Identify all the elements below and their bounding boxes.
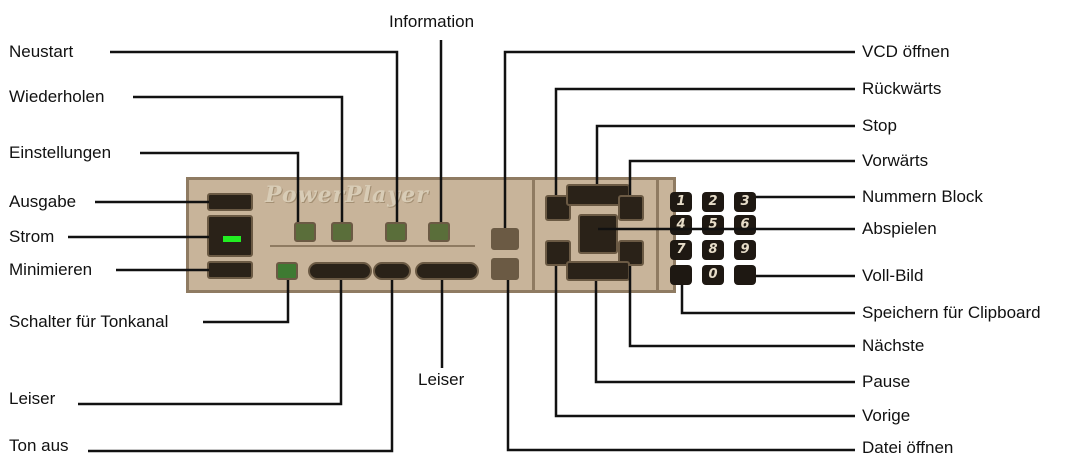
label-speichern-clipboard: Speichern für Clipboard xyxy=(862,303,1041,323)
label-abspielen: Abspielen xyxy=(862,219,937,239)
line-einstellungen xyxy=(140,153,298,222)
label-schalter-tonkanal: Schalter für Tonkanal xyxy=(9,312,168,332)
label-vorige: Vorige xyxy=(862,406,910,426)
label-voll-bild: Voll-Bild xyxy=(862,266,923,286)
label-einstellungen: Einstellungen xyxy=(9,143,111,163)
label-leiser-left: Leiser xyxy=(9,389,55,409)
label-information: Information xyxy=(389,12,474,32)
label-naechste: Nächste xyxy=(862,336,924,356)
line-stop xyxy=(597,126,855,184)
line-rueckwaerts xyxy=(556,89,855,195)
label-ausgabe: Ausgabe xyxy=(9,192,76,212)
line-vcd xyxy=(505,52,855,228)
line-ton-aus xyxy=(88,280,392,451)
label-strom: Strom xyxy=(9,227,54,247)
label-neustart: Neustart xyxy=(9,42,73,62)
label-minimieren: Minimieren xyxy=(9,260,92,280)
label-wiederholen: Wiederholen xyxy=(9,87,104,107)
label-pause: Pause xyxy=(862,372,910,392)
line-naechste xyxy=(630,266,855,346)
line-vorige xyxy=(556,266,855,416)
line-schalter xyxy=(203,280,288,322)
line-neustart xyxy=(110,52,397,222)
label-stop: Stop xyxy=(862,116,897,136)
line-pause xyxy=(596,281,855,382)
label-leiser-center: Leiser xyxy=(418,370,464,390)
label-nummern-block: Nummern Block xyxy=(862,187,983,207)
label-vcd-oeffnen: VCD öffnen xyxy=(862,42,950,62)
label-datei-oeffnen: Datei öffnen xyxy=(862,438,953,458)
label-rueckwaerts: Rückwärts xyxy=(862,79,941,99)
line-leiser-left xyxy=(78,280,341,404)
line-vorwaerts xyxy=(630,161,855,195)
line-clipboard xyxy=(682,285,855,313)
label-vorwaerts: Vorwärts xyxy=(862,151,928,171)
label-ton-aus: Ton aus xyxy=(9,436,69,456)
